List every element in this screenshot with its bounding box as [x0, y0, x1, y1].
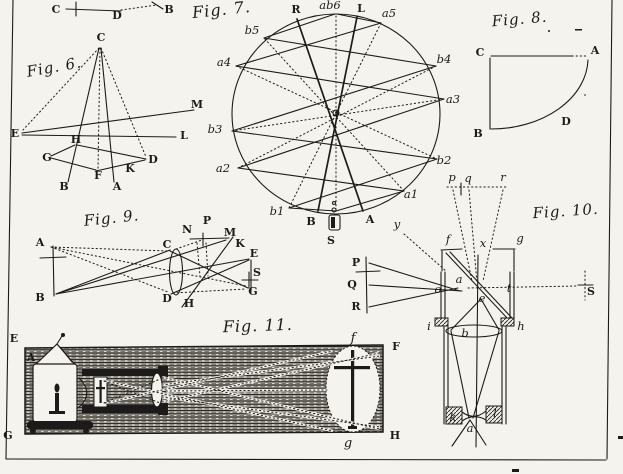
fig7-label-a4: a4 [217, 55, 231, 69]
fig8-label-c: C [476, 46, 485, 59]
fig9-label-m: M [224, 226, 236, 239]
fig6-label-c: C [97, 31, 106, 44]
fig10-label-R: R [351, 300, 361, 313]
fig8-label-d: D [561, 115, 571, 128]
fig9-label-e: E [250, 247, 258, 260]
fig11-light-rays [103, 349, 381, 433]
fig7-label-a5: a5 [382, 6, 396, 20]
fig6-label-e: E [11, 127, 19, 140]
fig7-label-b5: b5 [245, 23, 260, 37]
fig6-label-m: M [191, 98, 203, 111]
fig6-projection-diagram: Fig. 6. C E M L G H D F K B A [11, 31, 203, 193]
fig11-label-e: E [10, 332, 18, 345]
fig7-dotted-normals [231, 15, 445, 211]
fig10-label-a-mirror: a [456, 272, 463, 286]
fig7-label-a3: a3 [446, 92, 460, 106]
fig5-label-c: C [52, 3, 61, 16]
fig6-label-h: H [71, 133, 81, 146]
fig6-label-b: B [59, 180, 68, 193]
fig11-label-g-image: g [344, 436, 352, 451]
fig7-label-b1: b1 [270, 204, 285, 218]
fig5-label-d: D [112, 9, 122, 22]
fig9-label-a: A [35, 236, 45, 249]
fig7-label-ab6: ab6 [319, 0, 341, 12]
fig11-lantern [27, 333, 93, 434]
fig7-label-a1: a1 [404, 187, 418, 201]
fig7-label-b2: b2 [437, 153, 452, 167]
fig11-label-f-corner: F [392, 340, 400, 353]
fig8-title: Fig. 8. [490, 8, 548, 31]
fig10-telescope-diagram: Fig. 10. [347, 170, 599, 448]
fig7-circle-reflection-diagram: Fig. 7. [190, 0, 460, 247]
fig10-label-t: t [507, 281, 512, 295]
fig9-label-n: N [182, 223, 192, 236]
fig7-label-s: S [327, 234, 335, 247]
fig6-label-a: A [112, 180, 122, 193]
fig7-label-b3: b3 [208, 122, 223, 136]
fig6-title: Fig. 6. [24, 53, 83, 81]
fig10-label-k: k [450, 410, 457, 424]
fig9-label-p: P [203, 214, 211, 227]
fig9-label-c: C [163, 238, 172, 251]
fig8-label-b: B [473, 127, 482, 140]
fig9-label-d: D [162, 292, 172, 305]
fig6-label-l: L [180, 129, 188, 142]
fig10-label-r: r [500, 170, 507, 184]
fig11-label-f-image: f [350, 331, 358, 346]
fig7-label-b: B [306, 215, 315, 228]
fig7-title: Fig. 7. [190, 0, 252, 22]
fig9-label-b: B [35, 291, 44, 304]
fig10-label-f: f [445, 232, 452, 246]
fig11-magic-lantern-diagram: Fig. 11. [3, 315, 400, 451]
fig7-label-a: A [365, 213, 375, 226]
fig6-label-k: K [125, 162, 135, 175]
fig10-label-p: p [448, 170, 456, 184]
fig8-quadrant-diagram: Fig. 8. C A B D [473, 8, 599, 140]
fig10-label-y: y [393, 217, 401, 231]
fig7-lamp [328, 200, 341, 231]
fig11-label-a: A [26, 351, 36, 364]
fig9-label-h: H [184, 297, 194, 310]
fig6-label-d: D [148, 153, 158, 166]
fig10-title: Fig. 10. [531, 200, 599, 223]
fig10-label-h: h [517, 319, 524, 333]
fig9-label-s: S [253, 266, 261, 279]
fig5-label-b: B [164, 3, 173, 16]
fig9-lens-mirror-diagram: Fig. 9. A B C D H N P [35, 206, 261, 310]
fig6-label-g: G [42, 151, 51, 164]
fig11-label-g-corner: G [3, 429, 12, 442]
fig7-label-r: R [291, 3, 301, 16]
fig7-label-l: L [357, 2, 365, 15]
fig10-label-x: x [480, 236, 487, 250]
fig6-label-f: F [94, 169, 102, 182]
fig8-label-a: A [590, 44, 600, 57]
fig10-label-g: g [516, 231, 523, 245]
fig10-label-l: l [493, 406, 497, 420]
fig10-label-q: q [464, 171, 471, 185]
fig7-label-b4: b4 [437, 52, 452, 66]
fig9-label-g: G [248, 285, 257, 298]
fig10-label-Q: Q [347, 278, 357, 291]
fig7-label-a2: a2 [216, 161, 230, 175]
fig5-partial: C D B [52, 1, 174, 22]
fig10-label-S: S [587, 285, 595, 298]
plate-border [5, 0, 623, 472]
fig10-label-b: b [461, 326, 468, 340]
fig10-label-a-eye: a [467, 421, 474, 435]
fig10-label-o: o [435, 282, 442, 296]
fig11-label-h-corner: H [390, 429, 400, 442]
fig10-label-P: P [352, 256, 360, 269]
fig10-label-i: i [427, 319, 431, 333]
fig9-label-k: K [235, 237, 245, 250]
fig10-label-e: e [479, 291, 486, 305]
fig9-title: Fig. 9. [82, 206, 140, 230]
fig11-title: Fig. 11. [221, 315, 293, 336]
